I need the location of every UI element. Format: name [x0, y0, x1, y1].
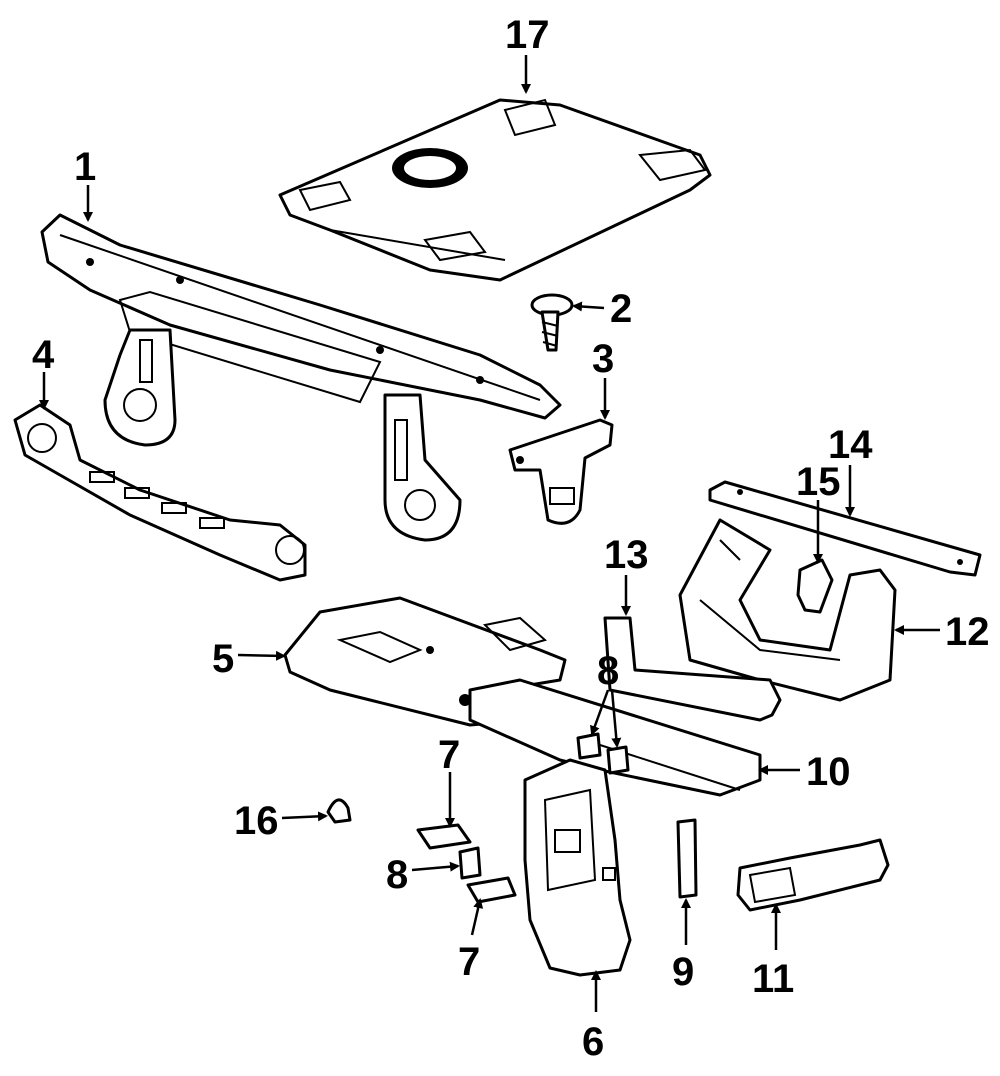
- callout-labels: 17 1 2 3 4 14 15 13 12 5 8 10 7 16 8 7 9…: [32, 13, 990, 1064]
- callout-13: 13: [604, 533, 649, 577]
- callout-4: 4: [32, 333, 55, 377]
- lower-tie-bar-part: [13, 403, 307, 582]
- pad-lower-part: [466, 876, 517, 904]
- leader-8a: [590, 689, 610, 736]
- callout-12: 12: [945, 610, 990, 654]
- callout-15: 15: [796, 460, 841, 504]
- pad-upper-part: [416, 823, 472, 850]
- leader-7b: [470, 898, 484, 936]
- callout-9: 9: [672, 950, 694, 994]
- callout-7-lower: 7: [458, 940, 480, 984]
- leader-16: [281, 811, 328, 822]
- callout-14: 14: [828, 423, 873, 467]
- bracket-part: [508, 418, 614, 525]
- leader-8b: [610, 689, 622, 748]
- callout-6: 6: [582, 1020, 604, 1064]
- callout-17: 17: [505, 13, 550, 57]
- callout-3: 3: [592, 337, 614, 381]
- callout-8-lower: 8: [386, 853, 408, 897]
- support-bar-part: [708, 480, 982, 577]
- callout-2: 2: [610, 287, 632, 331]
- seal-strip-part: [676, 818, 698, 899]
- callout-5: 5: [212, 637, 234, 681]
- splash-shield-part: [278, 98, 712, 282]
- upper-tie-bar-part: [40, 213, 562, 542]
- leader-lines: [39, 55, 940, 1012]
- callout-16: 16: [234, 799, 279, 843]
- callout-11: 11: [752, 957, 794, 1001]
- retainer-part: [796, 558, 834, 614]
- callout-8-upper: 8: [597, 649, 619, 693]
- leader-5: [237, 650, 286, 661]
- side-baffle-housing-part: [523, 758, 632, 977]
- seal-part: [603, 616, 782, 722]
- bolt-part: [530, 293, 574, 352]
- callout-7-upper: 7: [438, 733, 460, 777]
- leader-8c: [411, 861, 460, 872]
- leader-2: [572, 301, 605, 312]
- callout-1: 1: [74, 145, 96, 189]
- clip-lower-part: [458, 846, 482, 880]
- air-duct-inlet-part: [736, 838, 890, 912]
- callout-10: 10: [806, 750, 851, 794]
- push-clip-part: [326, 798, 352, 824]
